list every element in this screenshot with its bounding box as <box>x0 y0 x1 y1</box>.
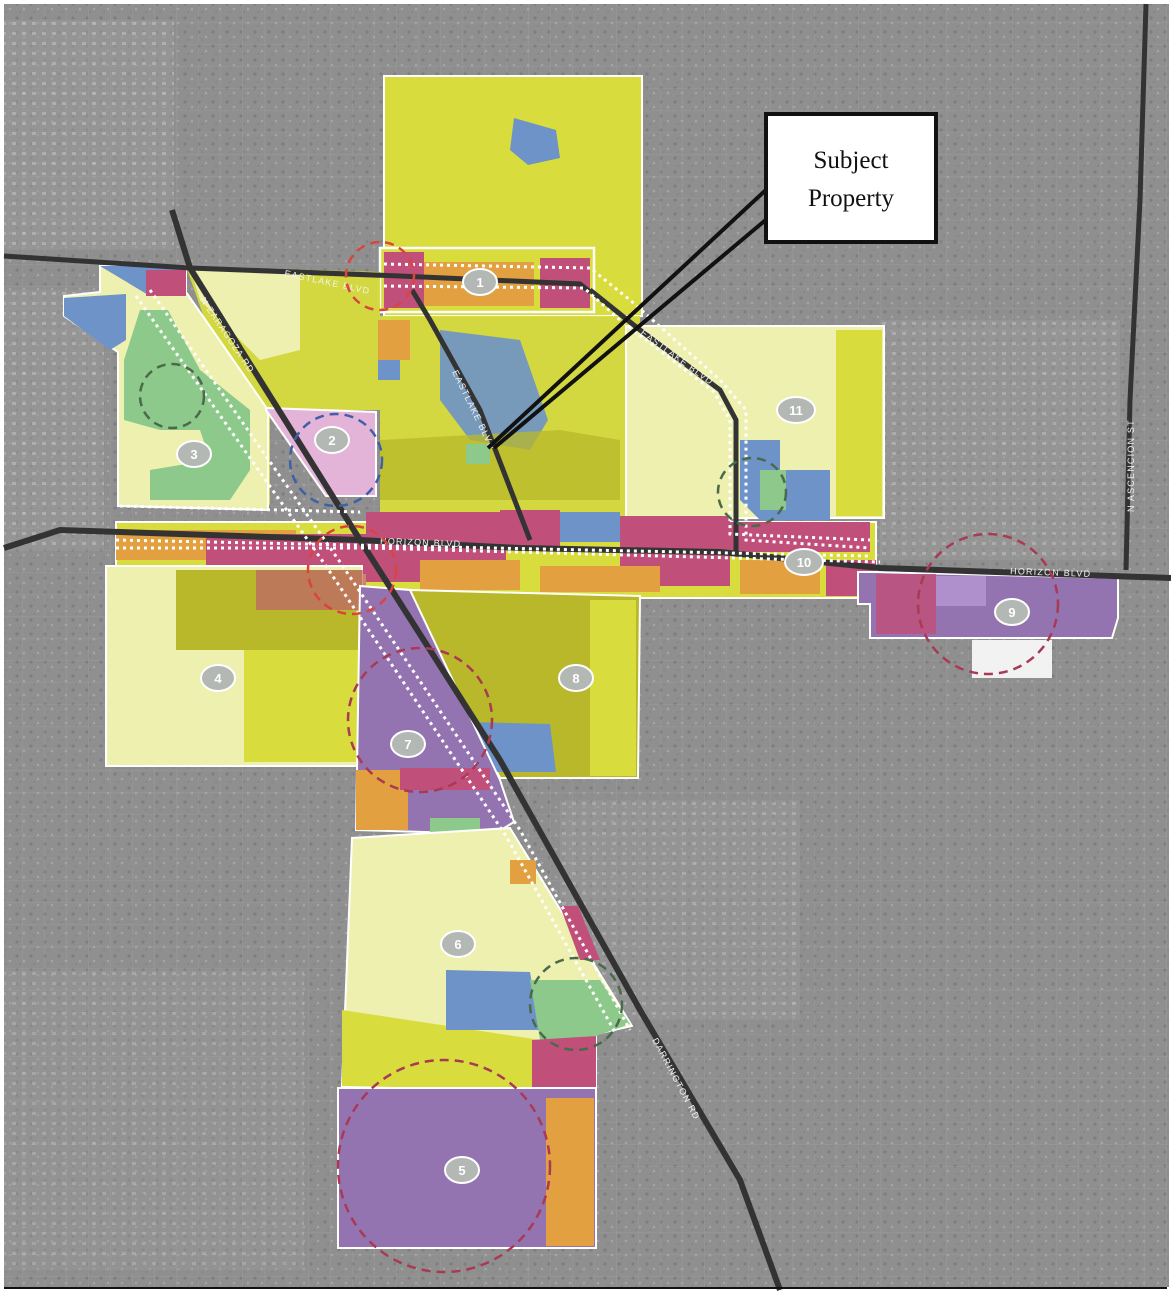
zone-badge-5-label: 5 <box>458 1163 465 1178</box>
residential-area-sw <box>4 970 304 1270</box>
subject-property-callout[interactable]: Subject Property <box>764 112 938 244</box>
zone-badge-4-label: 4 <box>214 671 222 686</box>
roads <box>3 3 1171 1292</box>
zone-badge-11-label: 11 <box>789 403 803 418</box>
trail-paths <box>115 262 881 1035</box>
zone-badge-1[interactable]: 1 <box>462 268 498 296</box>
residential-area-e <box>880 320 1120 560</box>
zone-badge-10[interactable]: 10 <box>784 548 824 576</box>
zone-4-area <box>105 565 366 767</box>
zone-7-area <box>354 584 516 836</box>
focus-circles <box>138 240 1060 1274</box>
ascencion-st-label: N ASCENCION ST <box>1126 419 1136 512</box>
zone-badge-2-label: 2 <box>328 433 335 448</box>
zone-badge-8-label: 8 <box>572 671 579 686</box>
zone-badge-1-label: 1 <box>476 275 483 290</box>
callout-line-1: Subject <box>814 147 889 174</box>
zone-badge-10-label: 10 <box>797 555 811 570</box>
callout-line-2: Property <box>808 185 895 212</box>
zone-badge-7[interactable]: 7 <box>390 730 426 758</box>
zone-badge-2[interactable]: 2 <box>314 426 350 454</box>
residential-area-nw <box>4 20 174 250</box>
horizon-blvd-label-west: HORIZON BLVD <box>380 536 462 549</box>
zone-badge-3[interactable]: 3 <box>176 440 212 468</box>
residential-area-w <box>4 290 104 550</box>
zone-badge-7-label: 7 <box>404 737 411 752</box>
zone-badge-11[interactable]: 11 <box>776 396 816 424</box>
zone-badge-6[interactable]: 6 <box>440 930 476 958</box>
zone-badge-3-label: 3 <box>190 447 197 462</box>
callout-pointer <box>486 186 770 450</box>
zone-11-area <box>625 325 885 520</box>
zone-9-area <box>857 571 1119 678</box>
zone-3-area <box>63 265 269 512</box>
zone-badge-9-label: 9 <box>1008 605 1015 620</box>
zone-badge-4[interactable]: 4 <box>200 664 236 692</box>
zone-badge-9[interactable]: 9 <box>994 598 1030 626</box>
zone-badge-5[interactable]: 5 <box>444 1156 480 1184</box>
zone-badge-8[interactable]: 8 <box>558 664 594 692</box>
zone-badge-6-label: 6 <box>454 937 461 952</box>
